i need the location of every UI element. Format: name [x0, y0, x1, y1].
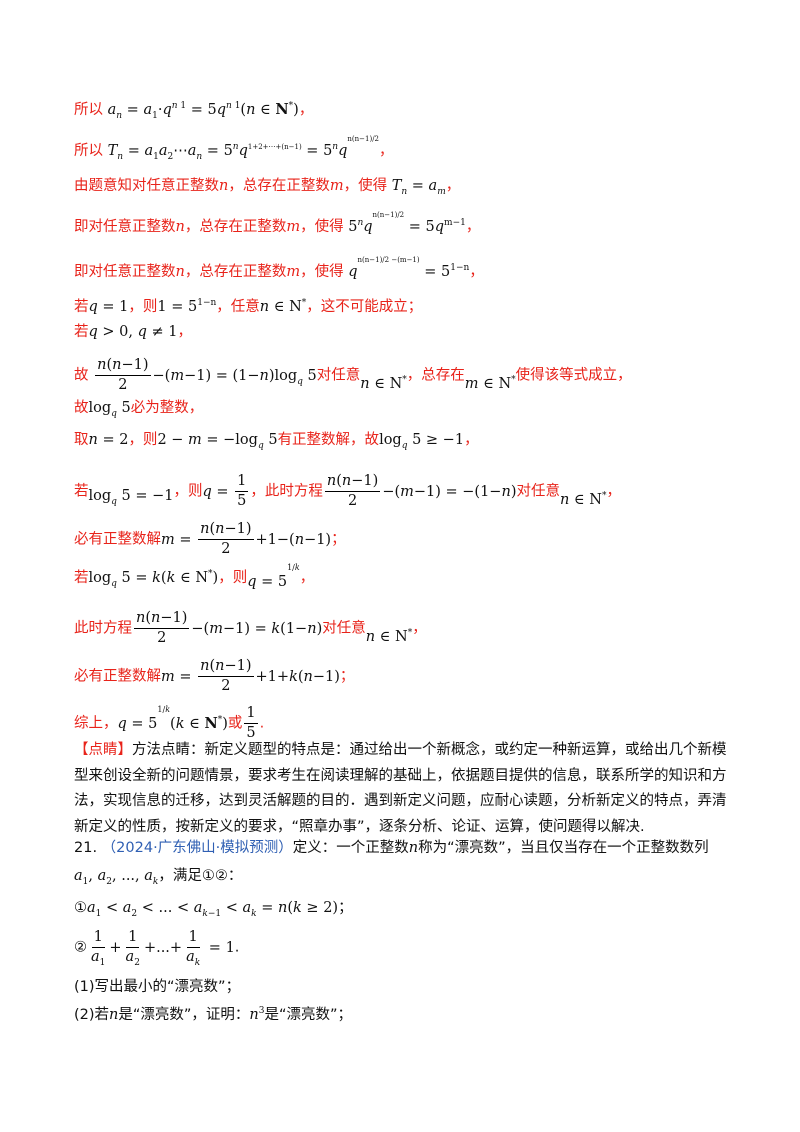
solution-line-15: 必有正整数解m = n(n−1)2+1+k(n−1)；	[74, 658, 355, 694]
solution-line-8: 故 n(n−1)2−(m−1) = (1−n)logq 5对任意n ∈ N*，总…	[74, 357, 632, 393]
formula: Tn = a1a2⋯an = 5nq1+2+⋯+(n−1) = 5nqn(n−1…	[107, 135, 379, 162]
solution-line-2: 所以 Tn = a1a2⋯an = 5nq1+2+⋯+(n−1) = 5nqn(…	[74, 135, 394, 162]
formula: qn(n−1)/2 −(m−1) = 51−n	[348, 256, 470, 280]
solution-line-6: 若q = 1，则1 = 51−n，任意n ∈ N*，这不可能成立；	[74, 298, 423, 315]
formula: Tn = am	[391, 178, 446, 197]
solution-line-5: 即对任意正整数n，总存在正整数m，使得 qn(n−1)/2 −(m−1) = 5…	[74, 256, 484, 280]
solution-line-10: 取n = 2，则2 − m = −logq 5有正整数解，故logq 5 ≥ −…	[74, 432, 479, 451]
solution-line-13: 若logq 5 = k(k ∈ N*)，则q = 51/k，	[74, 563, 315, 590]
solution-line-7: 若q > 0, q ≠ 1，	[74, 324, 192, 340]
condition-1: ①a1 < a2 < ... < ak−1 < ak = n(k ≥ 2)；	[74, 900, 353, 919]
solution-line-4: 即对任意正整数n，总存在正整数m，使得 5nqn(n−1)/2 = 5qm−1，	[74, 211, 481, 235]
problem-source: （2024·广东佛山·模拟预测）	[101, 840, 293, 856]
formula: n(n−1)2−(m−1) = (1−n)logq 5	[95, 357, 317, 393]
problem-21-header: 21. （2024·广东佛山·模拟预测）定义：一个正整数n称为“漂亮数”，当且仅…	[74, 840, 709, 856]
sequence-line: a1, a2, ..., ak，满足①②：	[74, 868, 243, 887]
solution-line-1: 所以 an = a1·qn 1 = 5qn 1(n ∈ N*)，	[74, 101, 314, 121]
formula: 5nqn(n−1)/2 = 5qm−1	[348, 211, 466, 235]
solution-line-3: 由题意知对任意正整数n，总存在正整数m，使得 Tn = am，	[74, 178, 461, 197]
comment-paragraph: 【点睛】方法点睛：新定义题型的特点是：通过给出一个新概念，或约定一种新运算，或给…	[74, 742, 727, 835]
formula: an = a1·qn 1 = 5qn 1(n ∈ N*)	[107, 101, 299, 121]
question-1: (1)写出最小的“漂亮数”；	[74, 979, 241, 995]
question-2: (2)若n是“漂亮数”，证明：n3是“漂亮数”；	[74, 1006, 353, 1023]
solution-line-12: 必有正整数解m = n(n−1)2+1−(n−1)；	[74, 521, 346, 557]
solution-line-9: 故logq 5必为整数，	[74, 400, 204, 419]
